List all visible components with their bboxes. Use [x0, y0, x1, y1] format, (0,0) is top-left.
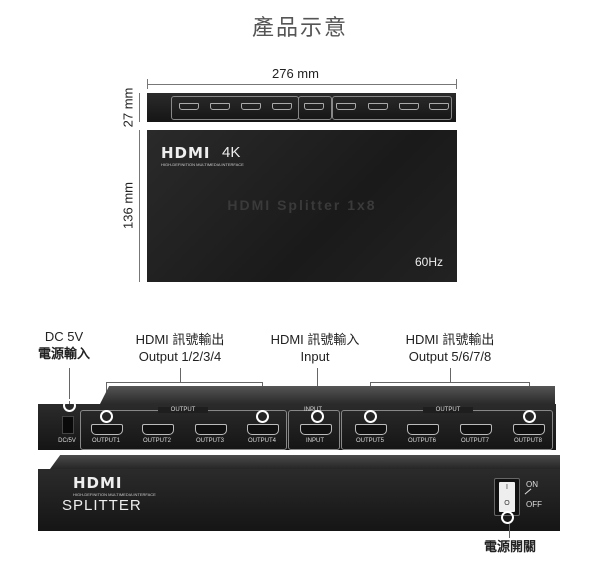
hdmi-logo: HDMI — [161, 144, 211, 162]
hdmi-port-output8 — [513, 424, 545, 435]
callout-marker — [256, 410, 269, 423]
port-label: OUTPUT8 — [513, 438, 542, 444]
rear-view-small — [147, 93, 456, 122]
hdmi-port-icon — [429, 103, 449, 110]
height-label: 27 mm — [120, 87, 136, 128]
leader-line — [180, 368, 181, 382]
group-label: INPUT — [304, 407, 322, 413]
refresh-rate: 60Hz — [415, 255, 444, 269]
callout-line2: Output 5/6/7/8 — [408, 349, 492, 364]
front-top-bevel — [50, 455, 560, 469]
callout-input: HDMI 訊號輸入 Input — [255, 331, 375, 365]
callout-output-5-8: HDMI 訊號輸出 Output 5/6/7/8 — [390, 331, 510, 365]
callout-line1: HDMI 訊號輸入 — [270, 332, 360, 347]
device-name-emboss: HDMI Splitter 1x8 — [227, 197, 377, 213]
group-label: OUTPUT — [158, 407, 208, 413]
depth-label: 136 mm — [120, 182, 136, 229]
hdmi-port-icon — [272, 103, 292, 110]
rear-top-bevel — [100, 386, 555, 404]
product-name: SPLITTER — [62, 497, 142, 514]
callout-line2: Input — [300, 349, 330, 364]
hdmi-port-output1 — [91, 424, 123, 435]
hdmi-port-icon — [368, 103, 388, 110]
leader-line — [370, 382, 530, 383]
port-label: INPUT — [306, 438, 324, 444]
hdmi-port-output6 — [407, 424, 439, 435]
hdmi-logo-subtitle: HIGH-DEFINITION MULTIMEDIA INTERFACE — [73, 492, 156, 497]
front-panel: HDMI HIGH-DEFINITION MULTIMEDIA INTERFAC… — [38, 469, 560, 531]
callout-line1: HDMI 訊號輸出 — [135, 332, 225, 347]
4k-badge: 4K — [222, 144, 241, 161]
hdmi-port-icon — [241, 103, 261, 110]
switch-off-label: OFF — [526, 500, 542, 509]
hdmi-port-input — [300, 424, 332, 435]
rear-panel: DC/5V OUTPUT INPUT OUTPUT OUTPUT1 OUTPUT… — [38, 399, 556, 450]
depth-dimension-line — [139, 130, 140, 282]
dimension-tick — [147, 79, 148, 89]
port-group — [298, 96, 332, 120]
switch-indicator-line — [524, 488, 532, 495]
hdmi-port-output2 — [142, 424, 174, 435]
hdmi-port-output4 — [247, 424, 279, 435]
hdmi-port-icon — [399, 103, 419, 110]
switch-on-label: ON — [526, 480, 538, 489]
callout-marker — [523, 410, 536, 423]
hdmi-port-icon — [304, 103, 324, 110]
switch-on-mark: I — [506, 484, 508, 491]
callout-line1: HDMI 訊號輸出 — [405, 332, 495, 347]
callout-marker — [63, 399, 76, 412]
callout-line2: Output 1/2/3/4 — [138, 349, 222, 364]
hdmi-logo-subtitle: HIGH-DEFINITION MULTIMEDIA INTERFACE — [161, 162, 244, 167]
width-label: 276 mm — [272, 66, 319, 81]
port-label: OUTPUT1 — [91, 438, 120, 444]
port-label: OUTPUT3 — [195, 438, 224, 444]
hdmi-port-output7 — [460, 424, 492, 435]
top-view: HDMI HIGH-DEFINITION MULTIMEDIA INTERFAC… — [147, 130, 457, 282]
page-title: 產品示意 — [251, 16, 348, 41]
dc-label: DC/5V — [58, 438, 76, 444]
hdmi-port-icon — [210, 103, 230, 110]
hdmi-port-icon — [179, 103, 199, 110]
callout-dc-line1: DC 5V — [44, 329, 84, 344]
power-switch[interactable]: I O — [494, 478, 520, 516]
callout-marker — [501, 511, 514, 524]
callout-dc-line2: 電源輸入 — [37, 346, 90, 361]
group-label: OUTPUT — [423, 407, 473, 413]
leader-line — [69, 368, 70, 404]
height-dimension-line — [139, 93, 140, 122]
width-dimension-line — [147, 84, 457, 85]
dc-jack — [62, 416, 74, 434]
dimension-tick — [456, 79, 457, 89]
port-group — [332, 96, 452, 120]
hdmi-logo: HDMI — [73, 474, 123, 492]
callout-output-1-4: HDMI 訊號輸出 Output 1/2/3/4 — [120, 331, 240, 365]
port-label: OUTPUT6 — [407, 438, 436, 444]
port-label: OUTPUT2 — [142, 438, 171, 444]
leader-line — [450, 368, 451, 382]
leader-line — [509, 524, 510, 538]
leader-line — [106, 382, 263, 383]
power-switch-callout: 電源開關 — [483, 539, 536, 554]
port-label: OUTPUT7 — [460, 438, 489, 444]
callout-dc: DC 5V 電源輸入 — [24, 328, 104, 362]
switch-off-mark: O — [504, 500, 510, 507]
callout-marker — [311, 410, 324, 423]
port-label: OUTPUT4 — [247, 438, 276, 444]
hdmi-port-output5 — [355, 424, 387, 435]
hdmi-port-output3 — [195, 424, 227, 435]
hdmi-port-icon — [336, 103, 356, 110]
port-label: OUTPUT5 — [355, 438, 384, 444]
switch-rocker: I O — [499, 482, 515, 512]
callout-marker — [100, 410, 113, 423]
callout-marker — [364, 410, 377, 423]
